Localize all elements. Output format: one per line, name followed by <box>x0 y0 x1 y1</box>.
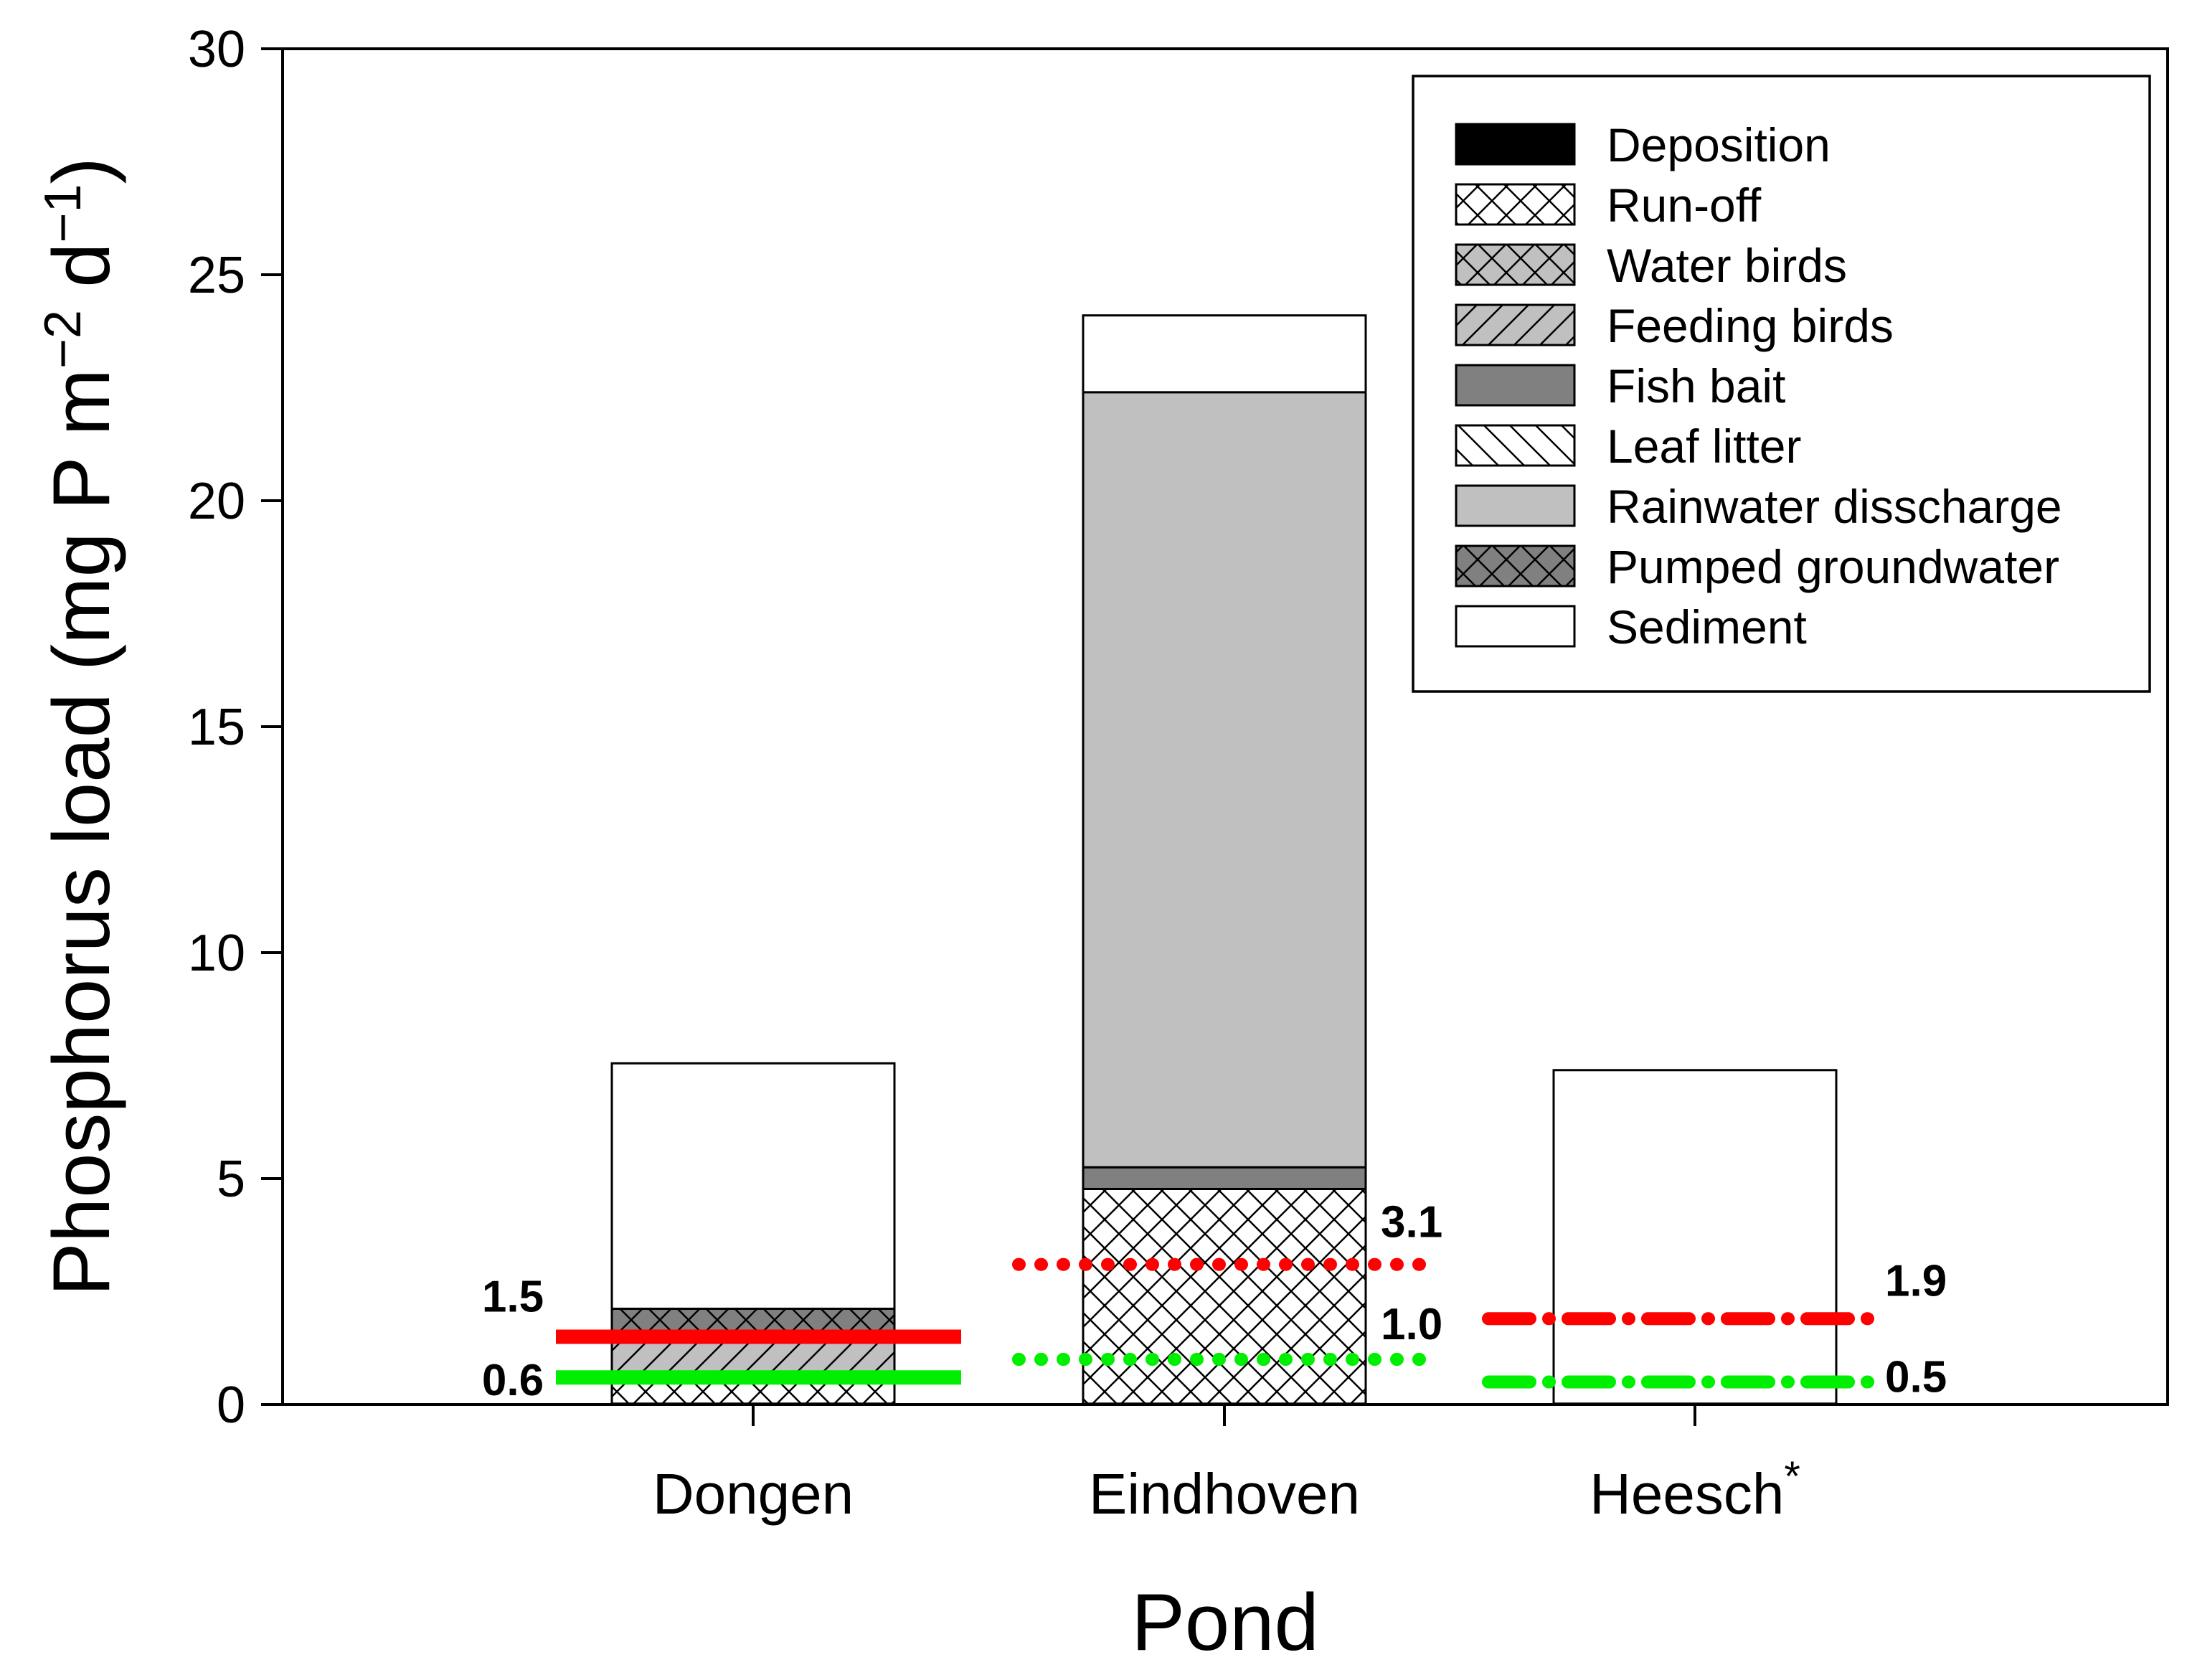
y-tick-label: 20 <box>188 473 245 530</box>
critical-load-label-heesch-upper: 1.9 <box>1885 1256 1947 1306</box>
legend-item-run-off: Run-off <box>1455 179 1762 232</box>
legend-swatch <box>1455 123 1576 166</box>
bar-fill <box>610 1336 896 1378</box>
y-axis-title-main: Phosphorus load (mg P m <box>37 369 126 1296</box>
bar-fill <box>1552 1069 1838 1405</box>
category-name: Dongen <box>653 1462 854 1526</box>
y-axis-title: Phosphorus load (mg P m−2 d−1) <box>34 157 126 1296</box>
category-name: Heesch <box>1590 1462 1784 1526</box>
legend-label: Leaf litter <box>1607 420 1801 473</box>
y-axis-title-exp2: −1 <box>34 184 92 242</box>
y-axis: 0 5 10 15 20 25 30 <box>188 21 283 1434</box>
y-axis-title-mid: d <box>37 243 126 310</box>
bar-segment-dongen-run-off <box>610 1375 896 1405</box>
critical-load-label-dongen-upper: 1.5 <box>482 1273 544 1322</box>
legend-label: Run-off <box>1607 179 1762 232</box>
y-tick-label: 0 <box>217 1377 245 1434</box>
critical-load-label-eindhoven-lower: 1.0 <box>1381 1300 1442 1349</box>
y-tick-label: 15 <box>188 699 245 756</box>
bar-fill <box>1082 1166 1367 1190</box>
y-axis-title-close: ) <box>37 157 126 184</box>
legend-item-leaf-litter: Leaf litter <box>1455 420 1801 473</box>
legend-swatch <box>1455 303 1576 346</box>
category-name: Eindhoven <box>1089 1462 1360 1526</box>
legend-item-deposition: Deposition <box>1455 118 1831 171</box>
legend-swatch <box>1455 243 1576 286</box>
legend-swatch <box>1455 544 1576 587</box>
category-mark: * <box>1784 1453 1800 1500</box>
bar-stack-eindhoven <box>1082 314 1367 1406</box>
legend-swatch <box>1455 484 1576 527</box>
bar-segment-dongen-sediment <box>610 1062 896 1310</box>
bars-layer <box>610 314 1838 1406</box>
legend-label: Water birds <box>1607 239 1847 292</box>
critical-load-label-heesch-lower: 0.5 <box>1885 1353 1947 1402</box>
bar-fill <box>610 1062 896 1310</box>
bar-fill <box>1082 314 1367 394</box>
y-tick-label: 25 <box>188 247 245 304</box>
legend-item-fish-bait: Fish bait <box>1455 359 1785 412</box>
x-tick-label-eindhoven: Eindhoven <box>1089 1462 1360 1526</box>
legend-item-sediment: Sediment <box>1455 600 1807 653</box>
bar-segment-dongen-pumped-groundwater <box>610 1307 896 1335</box>
bar-segment-eindhoven-rainwater-disscharge <box>1082 391 1367 1169</box>
y-tick-label: 30 <box>188 21 245 78</box>
critical-load-label-dongen-lower: 0.6 <box>482 1356 544 1405</box>
legend-item-rainwater-disscharge: Rainwater disscharge <box>1455 480 2062 533</box>
critical-load-label-eindhoven-upper: 3.1 <box>1381 1198 1442 1247</box>
legend-label: Rainwater disscharge <box>1607 480 2062 533</box>
x-tick-label-dongen: Dongen <box>653 1462 854 1526</box>
y-tick-label: 10 <box>188 925 245 982</box>
legend-item-feeding-birds: Feeding birds <box>1455 299 1894 352</box>
bar-segment-dongen-feeding-birds <box>610 1336 896 1378</box>
critical-load-lines: 1.5 0.6 3.1 1.0 1.9 0.5 <box>482 1198 1947 1406</box>
legend-label: Pumped groundwater <box>1607 540 2059 593</box>
legend-swatch <box>1455 364 1576 407</box>
bar-stack-dongen <box>610 1062 896 1406</box>
legend-label: Feeding birds <box>1607 299 1894 352</box>
legend-item-water-birds: Water birds <box>1455 239 1847 292</box>
legend-swatch <box>1455 183 1576 226</box>
bar-fill <box>1082 1187 1367 1405</box>
legend-label: Fish bait <box>1607 359 1785 412</box>
x-axis-title: Pond <box>1131 1577 1319 1667</box>
bar-fill <box>1082 391 1367 1169</box>
legend-label: Sediment <box>1607 600 1807 653</box>
bar-segment-heesch-sediment <box>1552 1069 1838 1405</box>
legend-swatch <box>1455 605 1576 648</box>
y-axis-title-exp1: −2 <box>34 310 92 369</box>
bar-segment-eindhoven-fish-bait <box>1082 1166 1367 1190</box>
legend-swatch <box>1455 424 1576 467</box>
legend-label: Deposition <box>1607 118 1831 171</box>
bar-stack-heesch <box>1552 1069 1838 1406</box>
legend-item-pumped-groundwater: Pumped groundwater <box>1455 540 2059 593</box>
bar-segment-eindhoven-run-off <box>1082 1187 1367 1405</box>
x-axis: Dongen Eindhoven Heesch* <box>653 1405 1800 1526</box>
y-tick-label: 5 <box>217 1151 245 1208</box>
bar-segment-eindhoven-sediment <box>1082 314 1367 394</box>
x-tick-label-heesch: Heesch* <box>1590 1453 1800 1526</box>
